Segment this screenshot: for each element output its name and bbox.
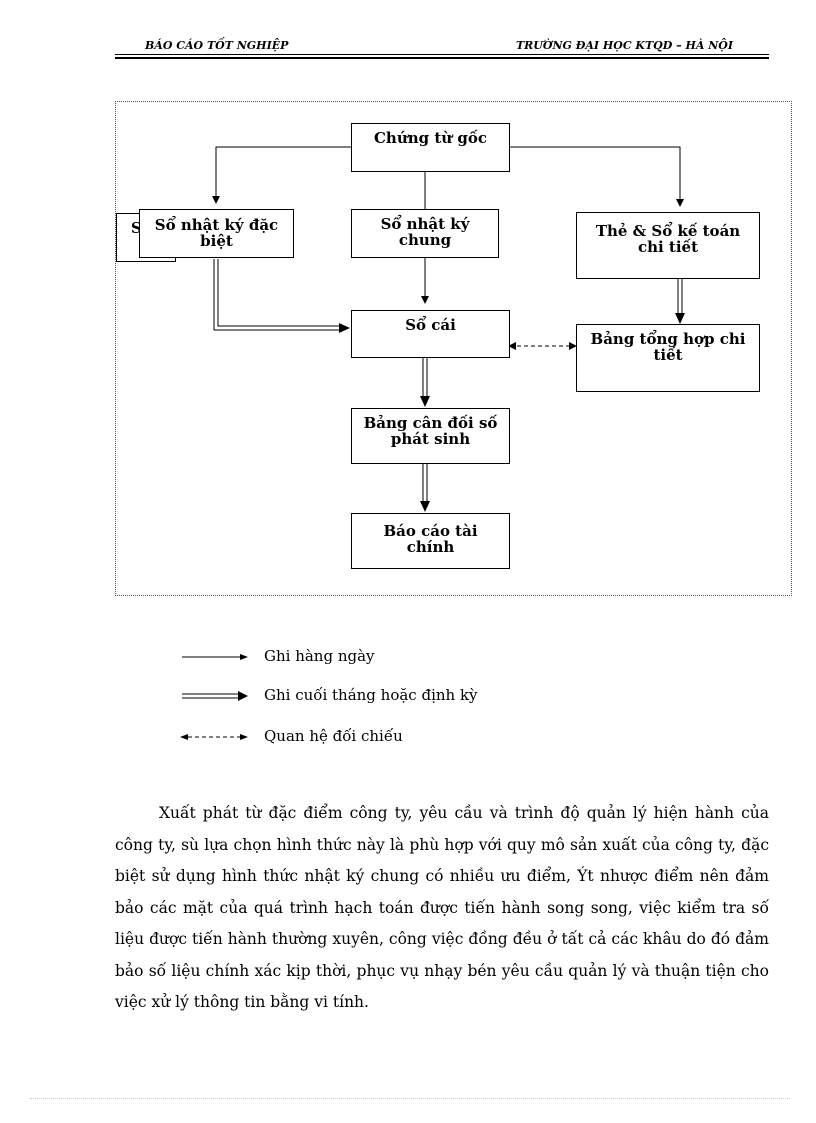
header-report-title: BÁO CÁO TỐT NGHIỆP: [145, 39, 289, 52]
body-paragraph: Xuất phát từ đặc điểm công ty, yêu cầu v…: [115, 798, 769, 1019]
legend-periodic-label: Ghi cuối tháng hoặc định kỳ: [264, 686, 478, 704]
arrow-to-detail-ledger: [510, 146, 684, 207]
box-chung-tu-goc: Chứng từ gốc: [351, 123, 510, 172]
arrowhead-detail-to-summary: [675, 313, 685, 324]
arrow-to-special-journal: [212, 146, 351, 204]
thin-arrow-icon: [182, 654, 248, 660]
box-the-so-ke-toan-chi-tiet: Thẻ & Sổ kế toán chi tiết: [576, 212, 760, 279]
paragraph-text: Xuất phát từ đặc điểm công ty, yêu cầu v…: [115, 804, 769, 1011]
arrow-special-to-ledger-b: [217, 259, 340, 327]
diagram-arrows: [212, 146, 685, 512]
legend-daily: Ghi hàng ngày: [180, 647, 580, 667]
legend-reconcile: Quan hệ đối chiếu: [180, 727, 580, 747]
box-so-nhat-ky-chung: Sổ nhật ký chung: [351, 209, 499, 258]
dashed-double-arrow-icon: [180, 734, 248, 740]
box-bang-can-doi-so-phat-sinh: Bảng cân đối số phát sinh: [351, 408, 510, 464]
legend-periodic: Ghi cuối tháng hoặc định kỳ: [180, 686, 580, 706]
box-bao-cao-tai-chinh: Báo cáo tài chính: [351, 513, 510, 569]
legend-daily-label: Ghi hàng ngày: [264, 647, 375, 665]
legend-reconcile-label: Quan hệ đối chiếu: [264, 727, 403, 745]
footer-rule: [30, 1098, 790, 1099]
header-rule-thin: [115, 54, 769, 55]
diagram-frame: [115, 101, 792, 596]
header-rule-thick: [115, 57, 769, 59]
double-arrow-icon: [182, 691, 248, 701]
box-so-nhat-ky-dac-biet: Sổ nhật ký đặc biệt: [139, 209, 294, 258]
box-bang-tong-hop-chi-tiet: Bảng tổng hợp chi tiết: [576, 324, 760, 392]
page-header: BÁO CÁO TỐT NGHIỆP TRƯỜNG ĐẠI HỌC KTQD –…: [115, 36, 769, 56]
arrow-special-to-ledger-a: [213, 259, 340, 331]
header-university: TRƯỜNG ĐẠI HỌC KTQD – HÀ NỘI: [515, 39, 733, 52]
box-so-cai: Sổ cái: [351, 310, 510, 358]
arrowhead-special-to-ledger: [339, 323, 350, 333]
